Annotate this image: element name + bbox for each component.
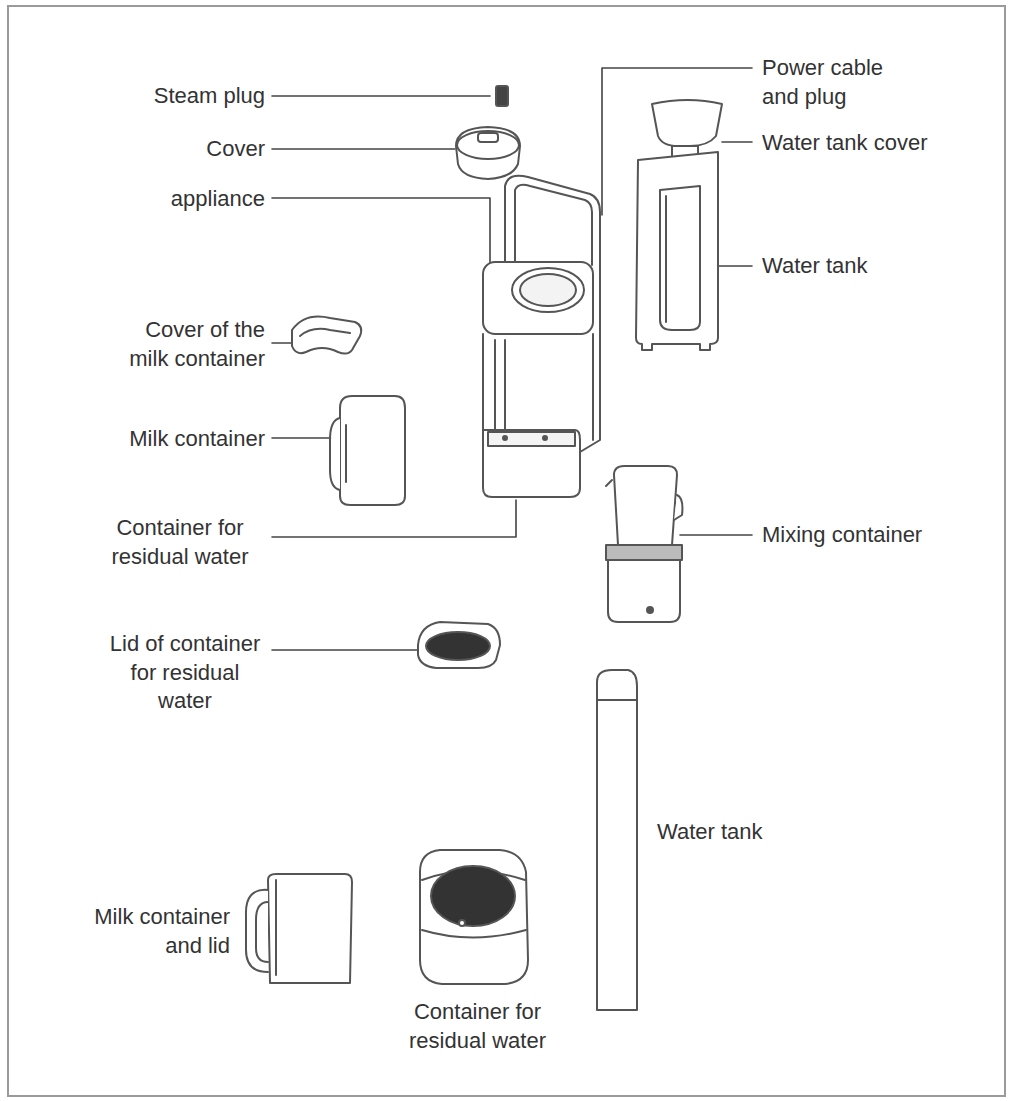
part-label: Water tank: [762, 252, 962, 281]
part-label: Lid of container for residual water: [105, 630, 265, 716]
part-label: Steam plug: [65, 82, 265, 111]
part-label: Container for residual water: [95, 514, 265, 571]
part-label: Mixing container: [762, 521, 1002, 550]
part-label: Water tank cover: [762, 129, 1002, 158]
part-label: appliance: [65, 185, 265, 214]
part-label: Cover of the milk container: [105, 316, 265, 373]
part-label: Container for residual water: [390, 998, 565, 1055]
part-label: Cover: [65, 135, 265, 164]
part-label: Water tank: [657, 818, 857, 847]
part-label: Power cable and plug: [762, 54, 902, 111]
part-label: Milk container and lid: [55, 903, 230, 960]
part-label: Milk container: [65, 425, 265, 454]
